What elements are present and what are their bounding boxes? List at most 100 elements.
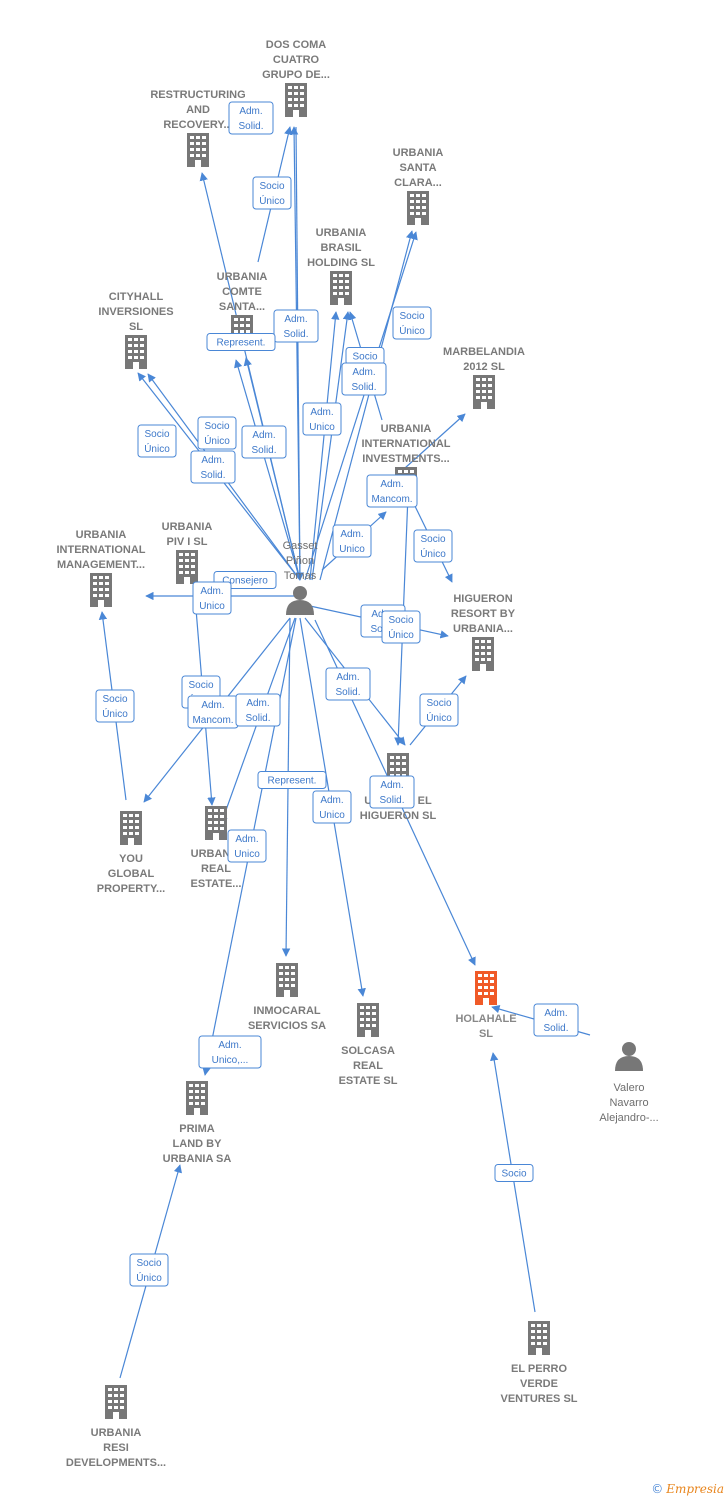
- edge-label-box: [312, 790, 352, 824]
- edge-label[interactable]: Adm.Mancom.: [187, 695, 239, 729]
- building-icon: [285, 83, 307, 117]
- edge-label[interactable]: Socio: [345, 347, 385, 365]
- edge-line: [243, 357, 301, 581]
- company-node-urbania_intl_inv[interactable]: URBANIAINTERNATIONALINVESTMENTS...: [361, 423, 451, 501]
- edge-label-box: [206, 333, 276, 351]
- edge-label-text: Socio: [501, 1169, 526, 1180]
- node-label-line: URBANIA...: [453, 623, 513, 635]
- edge-line: [234, 359, 301, 581]
- node-label-line: DOS COMA: [266, 39, 327, 51]
- edge-label[interactable]: Adm.Solid.: [533, 1003, 579, 1037]
- edge-line: [295, 126, 305, 581]
- edge-label[interactable]: Adm.Unico: [302, 402, 342, 436]
- edge-label-text: Adm.: [246, 698, 269, 709]
- building-icon: [330, 271, 352, 305]
- edge-label-box: [419, 693, 459, 727]
- edge-label[interactable]: Adm.Solid.: [273, 309, 319, 343]
- edge-label-text: Socio: [399, 311, 424, 322]
- edge-label-box: [392, 306, 432, 340]
- node-label-line: HOLAHALE: [455, 1013, 516, 1025]
- edge-label[interactable]: Adm.Solid.: [235, 693, 281, 727]
- edge-label-box: [197, 416, 237, 450]
- edge-label-box: [494, 1164, 534, 1182]
- edge-label-box: [129, 1253, 169, 1287]
- edge-line: [319, 230, 415, 581]
- node-label-line: URBANIA: [316, 227, 367, 239]
- company-node-you_global[interactable]: YOUGLOBALPROPERTY...: [97, 811, 165, 895]
- node-label-line: HOLDING SL: [307, 257, 375, 269]
- edge-label[interactable]: Represent.: [257, 771, 327, 789]
- node-label-line: SANTA...: [219, 301, 265, 313]
- brand-logo[interactable]: Empresia: [666, 1482, 724, 1496]
- edge-label-box: [413, 529, 453, 563]
- edge-labels: Adm.Solid.SocioÚnicoAdm.Solid.Represent.…: [95, 101, 579, 1287]
- building-icon: [205, 806, 227, 840]
- edge-label-text: Unico,...: [212, 1055, 249, 1066]
- edge-label[interactable]: Represent.: [206, 333, 276, 351]
- edge-label-text: Único: [388, 628, 414, 641]
- node-label-line: MANAGEMENT...: [57, 559, 145, 571]
- building-icon: [125, 335, 147, 369]
- edge-label[interactable]: Adm.Solid.: [369, 775, 415, 809]
- edge-label[interactable]: Adm. Unico,...: [198, 1035, 262, 1069]
- edge-label-text: Mancom.: [371, 494, 412, 505]
- edge-label-box: [198, 1035, 262, 1069]
- edge-label[interactable]: Adm.Mancom.: [366, 474, 418, 508]
- edge-label[interactable]: Socio: [494, 1164, 534, 1182]
- company-node-restructuring[interactable]: RESTRUCTURINGANDRECOVERY...: [150, 89, 246, 167]
- person-node-valero[interactable]: ValeroNavarroAlejandro-...: [599, 1042, 659, 1124]
- edge-label-box: [241, 425, 287, 459]
- edge-label[interactable]: Adm.Unico: [332, 524, 372, 558]
- edge-label[interactable]: Adm.Unico: [312, 790, 352, 824]
- edge-label[interactable]: Adm.Solid.: [325, 667, 371, 701]
- node-label-line: SL: [129, 321, 143, 333]
- node-label-line: URBANIA: [381, 423, 432, 435]
- company-node-urbania_intl_mgmt[interactable]: URBANIAINTERNATIONALMANAGEMENT...: [56, 529, 146, 607]
- edge-label[interactable]: Adm.Solid.: [341, 362, 387, 396]
- edge-label[interactable]: Adm.Solid.: [228, 101, 274, 135]
- edge-label[interactable]: Adm.Unico: [227, 829, 267, 863]
- edge-label-text: Adm.: [218, 1040, 241, 1051]
- edge-label-box: [235, 693, 281, 727]
- edge-label-text: Solid.: [379, 795, 404, 806]
- node-label-line: GRUPO DE...: [262, 69, 330, 81]
- edge-label-box: [332, 524, 372, 558]
- building-icon: [186, 1081, 208, 1115]
- node-label-line: SOLCASA: [341, 1045, 395, 1057]
- node-label-line: INTERNATIONAL: [56, 544, 145, 556]
- building-icon: [176, 550, 198, 584]
- edge-label[interactable]: Adm.Solid.: [241, 425, 287, 459]
- edge-label[interactable]: Adm.Solid.: [190, 450, 236, 484]
- node-label-line: REAL: [353, 1060, 383, 1072]
- company-node-urbania_santa_clara[interactable]: URBANIASANTACLARA...: [393, 147, 444, 225]
- company-node-urbania_comte[interactable]: URBANIACOMTESANTA...: [217, 271, 268, 349]
- edge-label-text: Adm.: [235, 834, 258, 845]
- edge-label-box: [273, 309, 319, 343]
- company-node-urbania_resi[interactable]: URBANIARESIDEVELOPMENTS...: [66, 1385, 166, 1469]
- node-label-line: Piñon: [286, 555, 314, 567]
- edge-label[interactable]: Adm.Unico: [192, 581, 232, 615]
- footer: © Empresia: [651, 1482, 724, 1496]
